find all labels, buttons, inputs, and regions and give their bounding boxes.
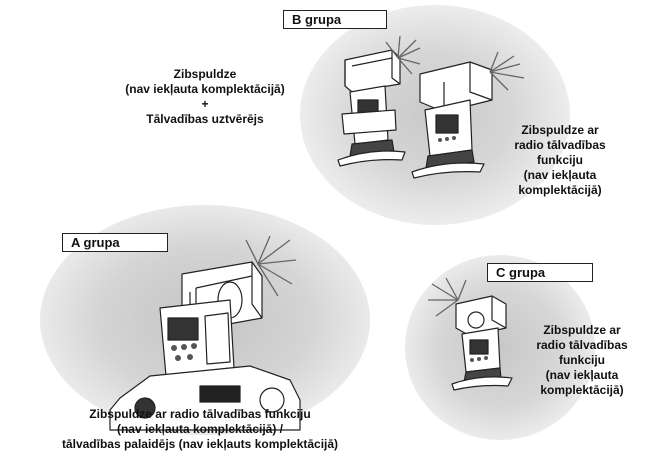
caption-line: radio tālvadības <box>514 138 606 152</box>
caption-line: Zibspuldze ar <box>521 123 599 137</box>
caption-line: tālvadības palaidējs (nav iekļauts kompl… <box>61 437 339 451</box>
caption-line: Zibspuldze ar radio tālvadības funkciju <box>89 407 311 421</box>
burst-b2-icon <box>489 51 525 91</box>
group-c-caption: Zibspuldze ar radio tālvadības funkciju … <box>522 323 642 398</box>
caption-line: komplektācijā) <box>540 383 624 397</box>
caption-line: (nav iekļauta komplektācijā) / <box>116 422 284 436</box>
flash-burst-icons <box>245 35 525 317</box>
burst-c-icon <box>428 277 467 317</box>
group-a-label: A grupa <box>62 233 168 252</box>
group-b-right-caption: Zibspuldze ar radio tālvadības funkciju … <box>500 123 620 198</box>
flash-radio-small-icon <box>451 295 513 391</box>
burst-b1-icon <box>385 35 421 75</box>
caption-line: Zibspuldze <box>173 67 237 81</box>
caption-line: Tālvadības uztvērējs <box>146 112 264 126</box>
flash-on-camera-icon <box>109 261 301 431</box>
caption-line: (nav iekļauta komplektācijā) <box>125 82 285 96</box>
burst-a-icon <box>245 235 297 297</box>
caption-line: (nav iekļauta <box>545 368 619 382</box>
caption-line: funkciju <box>558 353 605 367</box>
caption-line: funkciju <box>536 153 583 167</box>
caption-line: (nav iekļauta <box>523 168 597 182</box>
caption-line: radio tālvadības <box>536 338 628 352</box>
group-c-glow <box>405 255 595 440</box>
caption-line: + <box>201 97 209 111</box>
group-a-caption: Zibspuldze ar radio tālvadības funkciju … <box>10 407 390 452</box>
group-b-label: B grupa <box>283 10 387 29</box>
caption-line: komplektācijā) <box>518 183 602 197</box>
caption-line: Zibspuldze ar <box>543 323 621 337</box>
group-b-left-caption: Zibspuldze (nav iekļauta komplektācijā) … <box>115 67 295 127</box>
flash-with-receiver-icon <box>337 49 406 167</box>
flash-radio-icon <box>411 61 493 179</box>
group-c-label: C grupa <box>487 263 593 282</box>
